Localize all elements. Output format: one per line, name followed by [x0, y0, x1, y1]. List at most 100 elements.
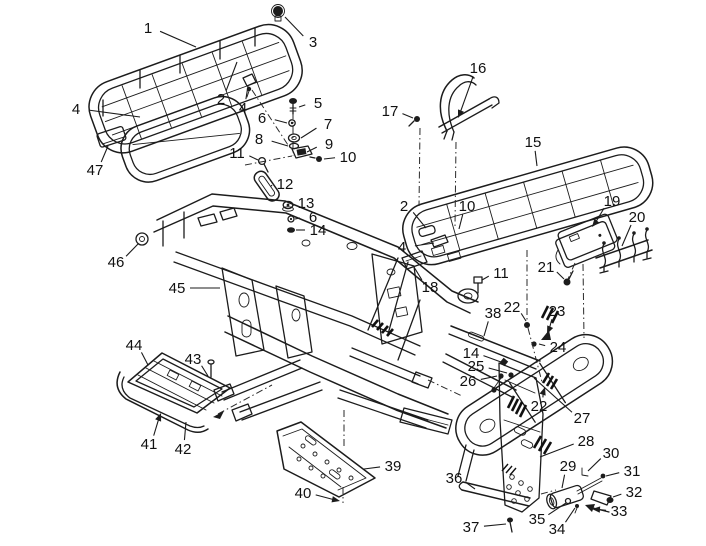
callout-leader-7	[300, 127, 317, 139]
main-frame-part	[135, 193, 483, 435]
callout-label-22: 22	[504, 299, 521, 316]
callout-leader-20	[621, 224, 632, 247]
callout-arrowhead-33	[592, 506, 601, 513]
callout-label-45: 45	[169, 280, 186, 297]
callout-leader-36	[465, 481, 476, 490]
front-bumper-part	[427, 250, 614, 533]
bumper-hatch-decals	[501, 305, 560, 476]
callout-label-38: 38	[485, 305, 502, 322]
callout-arrowhead-40	[331, 496, 340, 503]
callout-leader-2	[225, 61, 238, 91]
callout-label-20: 20	[629, 209, 646, 226]
callout-label-44: 44	[126, 337, 143, 354]
hitch-hardware	[540, 467, 614, 514]
callout-label-37: 37	[463, 519, 480, 536]
callout-label-6: 6	[309, 209, 317, 226]
callout-label-42: 42	[175, 441, 192, 458]
callout-leader-22	[520, 313, 527, 322]
callout-arrowhead-22	[539, 387, 546, 396]
hardware-stack	[244, 89, 322, 233]
callout-leader-35	[548, 502, 567, 516]
callout-label-1: 1	[144, 20, 152, 37]
callout-label-36: 36	[446, 470, 463, 487]
callout-leader-14	[483, 355, 502, 363]
callout-leader-15	[534, 150, 538, 167]
callout-label-11: 11	[493, 265, 509, 282]
callout-leader-5	[298, 104, 306, 108]
callout-leader-18	[413, 266, 423, 281]
callout-arrowhead-19	[592, 218, 600, 227]
spring-rack-20-part	[595, 227, 653, 274]
callout-label-34: 34	[549, 521, 566, 538]
callout-leader-11	[249, 155, 259, 161]
callout-leader-10	[458, 214, 464, 230]
callout-label-11: 11	[229, 145, 245, 162]
callout-leader-34	[565, 507, 576, 523]
callout-leader-2	[412, 212, 427, 229]
callout-arrowhead-23	[547, 325, 554, 334]
callout-leader-42	[183, 421, 187, 441]
bolt-3-part	[271, 4, 285, 22]
callout-leader-17	[402, 113, 414, 119]
callout-label-15: 15	[525, 134, 542, 151]
callout-label-30: 30	[603, 445, 620, 462]
callout-label-39: 39	[385, 458, 402, 475]
callout-label-13: 13	[298, 195, 315, 212]
mount-pad-47	[96, 126, 127, 148]
callout-leader-37	[483, 523, 507, 527]
callout-label-18: 18	[422, 279, 439, 296]
callout-label-8: 8	[255, 131, 263, 148]
callout-leader-47	[100, 145, 109, 163]
callout-leader-41	[153, 418, 160, 436]
callout-label-41: 41	[141, 436, 158, 453]
callout-label-10: 10	[340, 149, 357, 166]
bracket-16-part	[408, 74, 500, 228]
callout-label-16: 16	[470, 60, 487, 77]
callout-leader-19	[595, 207, 605, 223]
right-footrest-part	[276, 410, 376, 503]
callout-label-4: 4	[72, 101, 80, 118]
callout-label-31: 31	[624, 463, 641, 480]
callout-leader-4	[88, 109, 141, 118]
callout-label-14: 14	[463, 345, 480, 362]
callout-leader-32	[612, 493, 622, 498]
frame-hatch-decal	[371, 319, 394, 337]
callout-label-47: 47	[87, 162, 104, 179]
callout-label-10: 10	[459, 198, 476, 215]
callout-label-19: 19	[604, 193, 621, 210]
callout-leader-31	[605, 472, 620, 477]
callout-leader-39	[363, 466, 381, 470]
callout-leader-6	[294, 217, 301, 220]
callout-leader-16	[459, 76, 474, 113]
callout-leader-38	[483, 321, 489, 337]
callout-label-43: 43	[185, 351, 202, 368]
callout-leader-29	[561, 474, 566, 489]
callout-label-25: 25	[468, 358, 485, 375]
callout-leader-24	[538, 343, 546, 347]
callout-leader-10	[323, 157, 336, 160]
callout-label-26: 26	[460, 373, 477, 390]
callout-leader-3	[284, 16, 304, 37]
toolbox-19-part	[555, 213, 618, 339]
callout-label-14: 14	[310, 222, 327, 239]
callout-label-35: 35	[529, 511, 546, 528]
callout-label-3: 3	[309, 34, 317, 51]
callout-leader-25	[488, 367, 508, 374]
callout-leader-30	[587, 458, 602, 472]
callout-label-12: 12	[277, 176, 294, 193]
callout-arrowhead-41	[155, 413, 162, 422]
callout-leader-27	[533, 377, 573, 413]
callout-leader-21	[556, 271, 565, 280]
callout-arrowhead-16	[458, 109, 464, 118]
callout-label-32: 32	[626, 484, 643, 501]
callout-label-2: 2	[217, 91, 225, 108]
callout-leader-12	[270, 184, 273, 187]
callout-label-33: 33	[611, 503, 628, 520]
callout-label-6: 6	[258, 110, 266, 127]
callout-leader-46	[125, 243, 139, 257]
callout-leader-6	[274, 119, 288, 124]
rack-support-posts	[102, 27, 256, 117]
callout-label-21: 21	[538, 259, 555, 276]
